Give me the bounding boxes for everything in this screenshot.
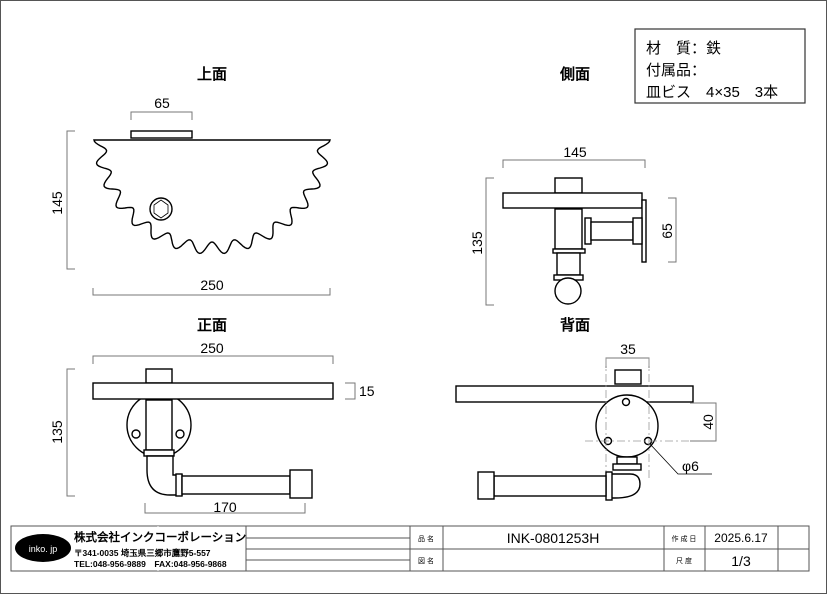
company-name: 株式会社インクコーポレーション [74, 530, 246, 544]
side-view: 側面 145 135 65 [469, 65, 677, 306]
side-shelf [502, 192, 643, 209]
side-dim-width: 145 [563, 144, 587, 160]
side-dim-flange: 65 [659, 223, 675, 239]
product-name-label: 品 名 [418, 534, 434, 543]
spec-material: 材 質：鉄 [646, 39, 721, 57]
front-dim-thickness: 15 [359, 383, 375, 399]
top-dim-pipe: 65 [154, 95, 170, 111]
front-view-title: 正面 [197, 317, 227, 334]
top-view: 上面 65 145 250 [49, 66, 331, 296]
title-block: inko. jp 株式会社インクコーポレーション 〒341-0035 埼玉県三郷… [10, 525, 810, 572]
front-dim-width: 250 [200, 340, 224, 356]
product-name: INK-0801253H [507, 530, 600, 546]
company-logo [15, 534, 71, 562]
back-view: 背面 35 40 φ6 [455, 316, 717, 501]
back-dim-hole-dia: φ6 [682, 458, 699, 474]
company-contact: TEL:048-956-9889 FAX:048-956-9868 [74, 559, 227, 569]
scale-value: 1/3 [731, 553, 751, 569]
top-dim-depth: 145 [49, 191, 65, 215]
front-dim-height: 135 [49, 420, 65, 444]
top-dim-width: 250 [200, 277, 224, 293]
back-dim-hole-spacing: 35 [620, 341, 636, 357]
drawing-name-label: 図 名 [418, 556, 434, 565]
spec-accessories: 付属品： [646, 62, 706, 79]
logo-text: inko. jp [29, 544, 58, 554]
spec-box: 材 質：鉄 付属品： 皿ビス 4×35 3本 [634, 28, 806, 104]
created-label: 作 成 日 [672, 534, 697, 543]
front-paper-bar [181, 475, 291, 495]
side-dim-height: 135 [469, 231, 485, 255]
front-shelf [92, 382, 334, 400]
top-pipe-cap [149, 197, 173, 221]
created-date: 2025.6.17 [714, 531, 768, 545]
front-dim-bar: 170 [213, 499, 237, 515]
spec-screws: 皿ビス 4×35 3本 [646, 84, 778, 101]
top-view-title: 上面 [197, 66, 227, 83]
scale-label: 尺 度 [676, 556, 692, 565]
back-view-title: 背面 [560, 316, 590, 334]
company-address: 〒341-0035 埼玉県三郷市鷹野5-557 [74, 548, 211, 558]
back-dim-hole-vertical: 40 [700, 414, 716, 430]
top-shelf-outline [93, 139, 331, 255]
front-view: 正面 250 135 15 170 [49, 317, 375, 515]
side-view-title: 側面 [559, 65, 590, 83]
back-shelf [455, 385, 694, 403]
